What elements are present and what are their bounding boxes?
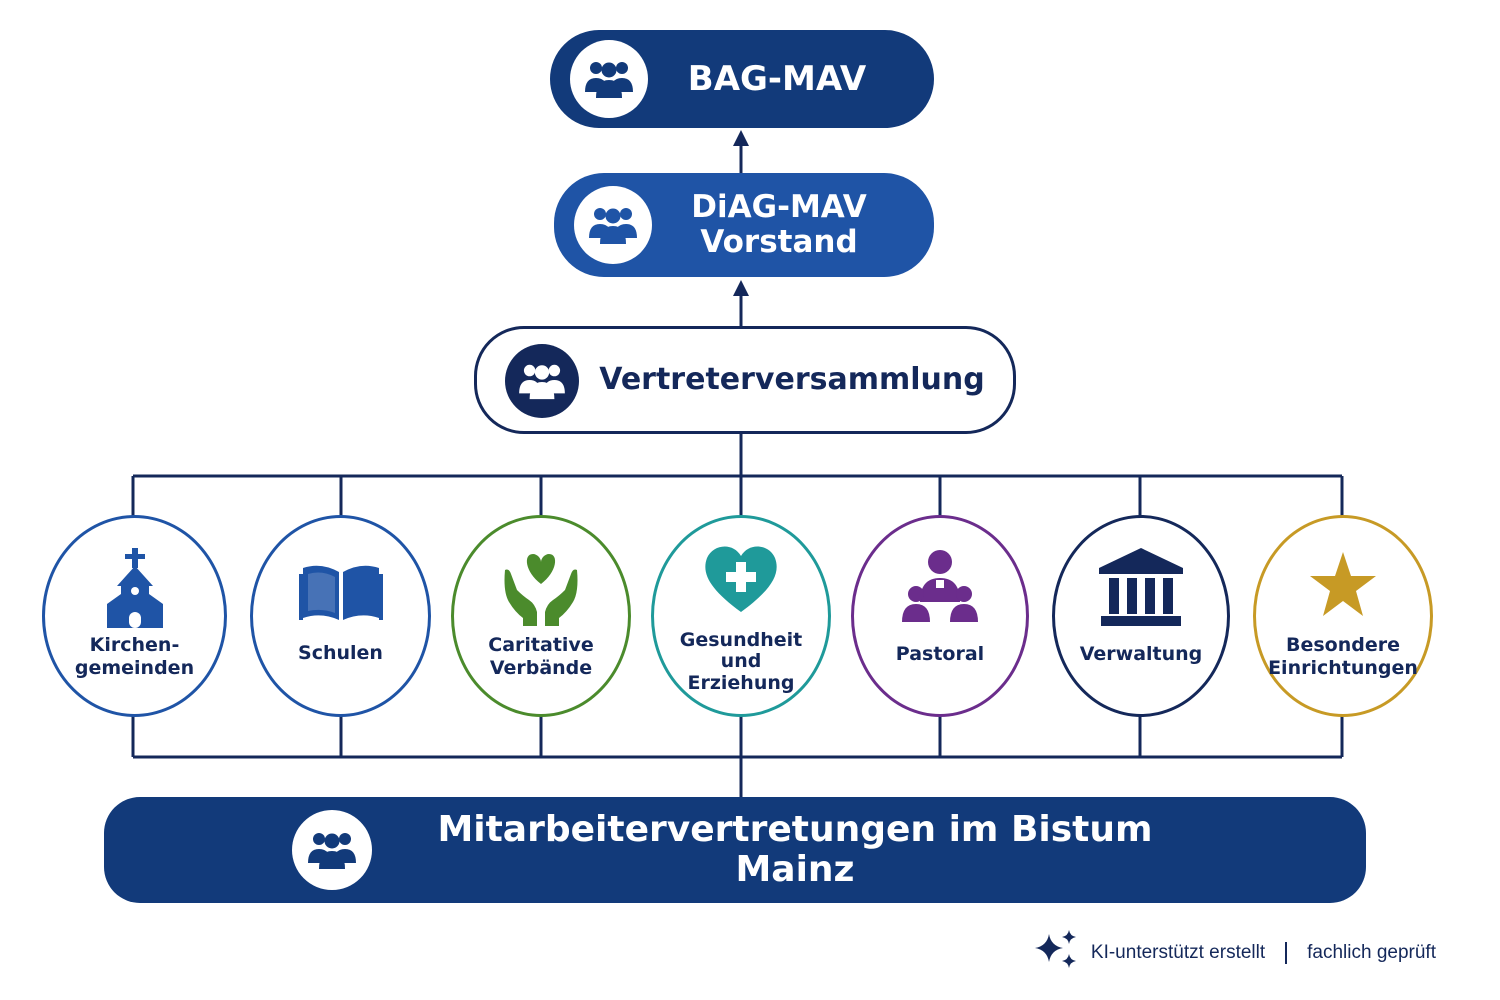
people-group-icon (505, 344, 579, 418)
church-icon (45, 548, 224, 628)
area-label: Kirchen- gemeinden (74, 634, 195, 679)
caring-hands-heart-icon (454, 548, 628, 626)
area-verwaltung: Verwaltung (1052, 515, 1230, 717)
node-diag-mav-board: DiAG-MAV Vorstand (554, 173, 934, 277)
area-pastoral: Pastoral (851, 515, 1029, 717)
area-label: Schulen (298, 642, 383, 664)
area-label: Gesundheit und Erziehung (679, 629, 803, 694)
footer-divider (1285, 942, 1288, 964)
area-schulen: Schulen (250, 515, 431, 717)
people-group-icon (570, 40, 648, 118)
footer-note: KI-unterstützt erstellt fachlich geprüft (1033, 930, 1436, 976)
node-mav-label: Mitarbeitervertretungen im Bistum Mainz (437, 808, 1153, 890)
footer-checked-text: fachlich geprüft (1307, 942, 1436, 963)
node-diag-mav-board-label: DiAG-MAV Vorstand (662, 173, 896, 277)
sparkle-icon (1033, 930, 1079, 976)
area-besondere-einrichtungen: Besondere Einrichtungen (1253, 515, 1433, 717)
open-book-icon (253, 548, 428, 626)
footer-ai-text: KI-unterstützt erstellt (1090, 942, 1266, 963)
building-columns-icon (1055, 548, 1227, 626)
clergy-group-icon (854, 548, 1026, 626)
node-mav-bistum-mainz: Mitarbeitervertretungen im Bistum Mainz (104, 797, 1366, 903)
people-group-icon (574, 186, 652, 264)
medical-heart-icon (654, 540, 828, 618)
node-assembly-label: Vertreterversammlung (599, 362, 985, 398)
arrow-up-icon (733, 280, 749, 296)
area-kirchengemeinden: Kirchen- gemeinden (42, 515, 227, 717)
area-gesundheit-erziehung: Gesundheit und Erziehung (651, 515, 831, 717)
area-label: Caritative Verbände (488, 634, 594, 679)
arrow-up-icon (733, 130, 749, 146)
area-label: Verwaltung (1079, 643, 1203, 665)
node-bag-mav-label: BAG-MAV (687, 58, 867, 99)
star-icon (1256, 552, 1430, 630)
node-diag-mav-line1: DiAG-MAV (691, 189, 867, 226)
node-assembly: Vertreterversammlung (474, 326, 1016, 434)
node-bag-mav: BAG-MAV (550, 30, 934, 128)
area-caritative-verbaende: Caritative Verbände (451, 515, 631, 717)
area-label: Pastoral (895, 643, 985, 665)
area-label: Besondere Einrichtungen (1268, 634, 1418, 679)
people-group-icon (292, 810, 372, 890)
node-diag-mav-line2: Vorstand (700, 224, 858, 260)
